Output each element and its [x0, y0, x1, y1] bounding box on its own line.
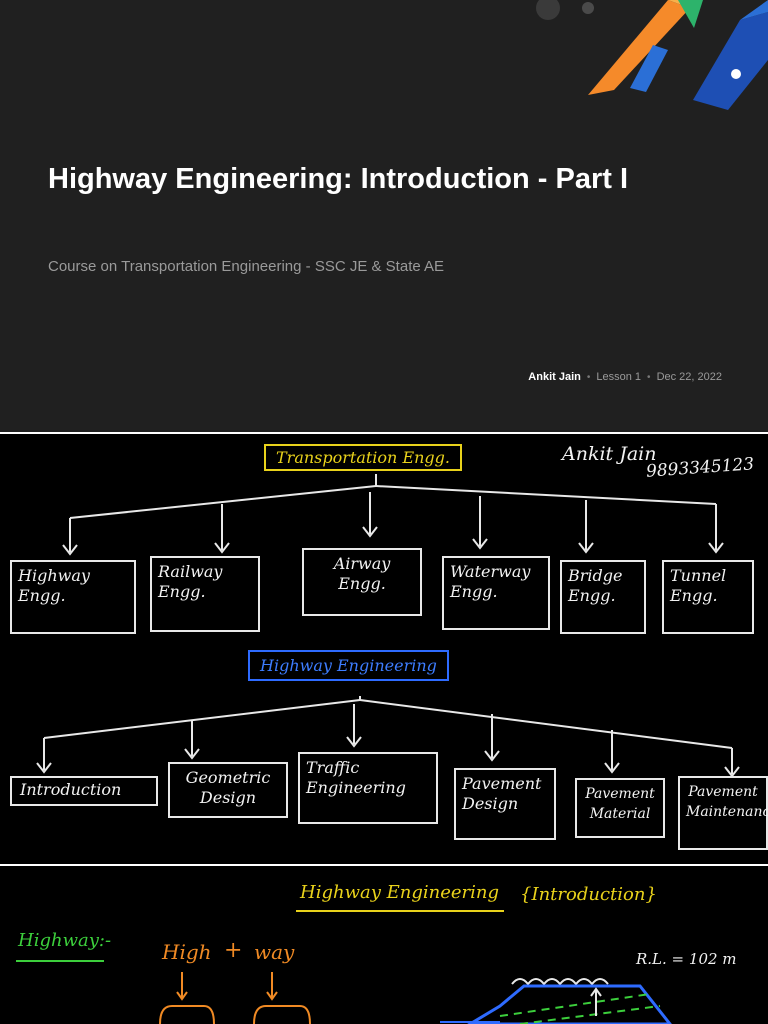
reduced-level-label: R.L. = 102 m: [636, 950, 737, 968]
highway-engg-box: Highway Engg.: [10, 560, 136, 634]
board2-sketches: [159, 972, 672, 1024]
lesson-title: Highway Engineering: Introduction - Part…: [48, 163, 629, 195]
bridge-engg-box: Bridge Engg.: [560, 560, 646, 634]
pavement-maintenance-box: Pavement Maintenance: [678, 776, 768, 850]
author-name: Ankit Jain: [528, 371, 581, 383]
separator-dot: •: [586, 371, 591, 383]
word-way: way: [254, 940, 295, 964]
lesson-meta: Ankit Jain • Lesson 1 • Dec 22, 2022: [528, 371, 722, 383]
introduction-box: Introduction: [10, 776, 158, 806]
whiteboard-slide-2: Highway Engineering {Introduction} Highw…: [0, 866, 768, 1024]
highway-engineering-header: Highway Engineering: [248, 650, 449, 681]
tunnel-engg-box: Tunnel Engg.: [662, 560, 754, 634]
traffic-engineering-box: Traffic Engineering: [298, 752, 438, 824]
railway-engg-box: Railway Engg.: [150, 556, 260, 632]
heading-underline: [296, 910, 504, 912]
lesson-date: Dec 22, 2022: [656, 371, 722, 383]
cover-slide: Highway Engineering: Introduction - Part…: [0, 0, 768, 432]
board2-heading-bracket: {Introduction}: [520, 884, 657, 905]
word-high: High: [162, 940, 212, 964]
signature-name: Ankit Jain: [562, 443, 657, 465]
course-subtitle: Course on Transportation Engineering - S…: [48, 258, 445, 275]
highway-label-underline: [16, 960, 104, 962]
waterway-engg-box: Waterway Engg.: [442, 556, 550, 630]
highway-definition-label: Highway:-: [18, 930, 112, 951]
separator-dot: •: [647, 371, 651, 383]
tree-connectors: [36, 474, 740, 778]
pavement-design-box: Pavement Design: [454, 768, 556, 840]
geometric-design-box: Geometric Design: [168, 762, 288, 818]
lesson-number: Lesson 1: [596, 371, 642, 383]
pavement-material-box: Pavement Material: [575, 778, 665, 838]
board2-heading: Highway Engineering: [300, 882, 499, 903]
rocket-illustration: [536, 0, 768, 110]
transportation-engineering-header: Transportation Engg.: [264, 444, 462, 471]
airway-engg-box: Airway Engg.: [302, 548, 422, 616]
word-plus: +: [224, 938, 243, 963]
whiteboard-slide-1: Transportation Engg. Ankit Jain 98933451…: [0, 434, 768, 864]
